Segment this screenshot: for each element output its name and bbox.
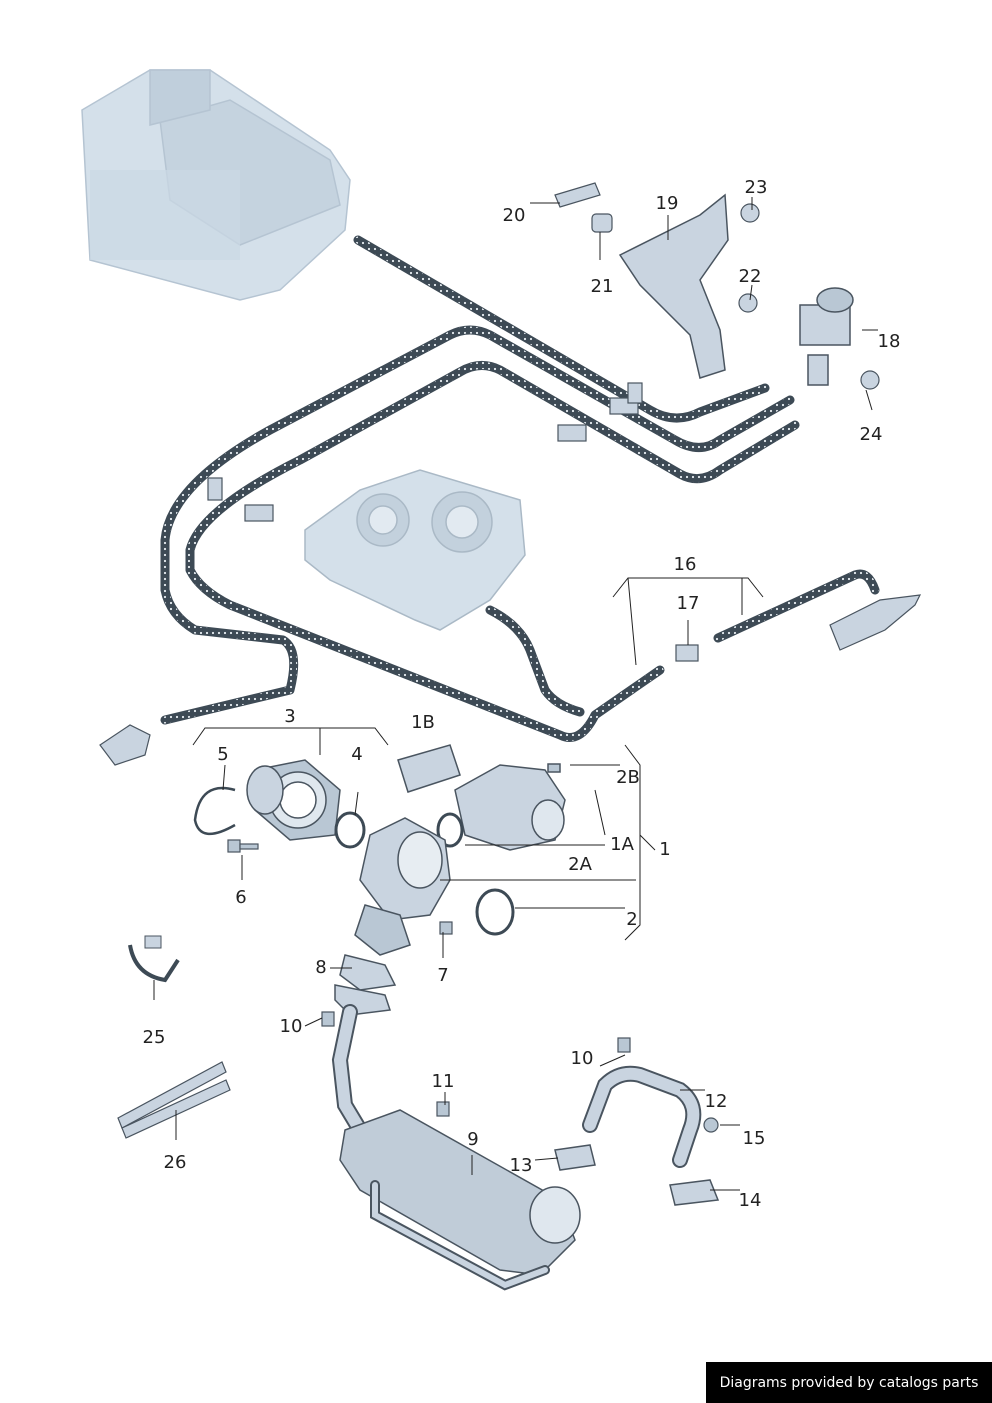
o-ring-2: [475, 888, 515, 936]
small-parts: [554, 182, 880, 390]
vacuum-hoses: [160, 235, 880, 742]
callout-10-left: 10: [279, 1016, 303, 1037]
gasket-14: [669, 1179, 720, 1206]
callout-9: 9: [467, 1129, 479, 1150]
check-valve: [99, 724, 151, 766]
callout-7: 7: [437, 965, 449, 986]
callout-26: 26: [163, 1152, 187, 1173]
hose-connector: [829, 594, 922, 651]
callout-25: 25: [142, 1027, 166, 1048]
air-filter-housing: [81, 69, 351, 301]
fasteners: [321, 1011, 719, 1133]
callout-24: 24: [859, 424, 883, 445]
throttle-body: [246, 759, 341, 841]
callout-1b: 1B: [411, 712, 435, 733]
callout-1: 1: [659, 839, 671, 860]
cylinder-head: [304, 469, 526, 631]
callout-2: 2: [626, 909, 638, 930]
gasket-wire: [193, 786, 236, 835]
o-ring-2a: [436, 812, 464, 848]
gasket-13: [554, 1144, 596, 1171]
egr-valve: [454, 763, 566, 851]
callout-11: 11: [431, 1071, 455, 1092]
o-ring-4: [334, 811, 366, 849]
callout-20: 20: [502, 205, 526, 226]
callout-2b: 2B: [616, 767, 640, 788]
callout-18: 18: [877, 331, 901, 352]
sleeve-1b: [397, 744, 461, 793]
cable-tie: [128, 944, 180, 983]
callout-17: 17: [676, 593, 700, 614]
bolt-6: [227, 839, 259, 853]
egr-housing: [354, 817, 451, 956]
bolt-7: [439, 921, 453, 935]
egr-pipe-12-inner: [584, 1067, 700, 1166]
callout-23: 23: [744, 177, 768, 198]
solenoid-valve-18: [799, 287, 854, 386]
leader-lines: [153, 197, 878, 1191]
hose-clips: [207, 382, 643, 522]
cable-tie-head: [144, 935, 162, 949]
callout-14: 14: [738, 1190, 762, 1211]
callout-6: 6: [235, 887, 247, 908]
callout-13: 13: [509, 1155, 533, 1176]
callout-16: 16: [673, 554, 697, 575]
filter-17: [675, 644, 699, 662]
callout-4: 4: [351, 744, 363, 765]
callout-19: 19: [655, 193, 679, 214]
callout-2a: 2A: [568, 854, 592, 875]
callout-8: 8: [315, 957, 327, 978]
bracket-19: [618, 193, 729, 379]
callout-21: 21: [590, 276, 614, 297]
callout-22: 22: [738, 266, 762, 287]
hose-clip-strip: [117, 1061, 231, 1139]
gasket-8: [339, 954, 397, 991]
callout-10-right: 10: [570, 1048, 594, 1069]
callout-5: 5: [217, 744, 229, 765]
callout-3: 3: [284, 706, 296, 727]
credit-banner: Diagrams provided by catalogs parts: [706, 1362, 992, 1403]
callout-1a: 1A: [610, 834, 634, 855]
egr-cooler: [331, 984, 581, 1291]
callout-12: 12: [704, 1091, 728, 1112]
callout-15: 15: [742, 1128, 766, 1149]
